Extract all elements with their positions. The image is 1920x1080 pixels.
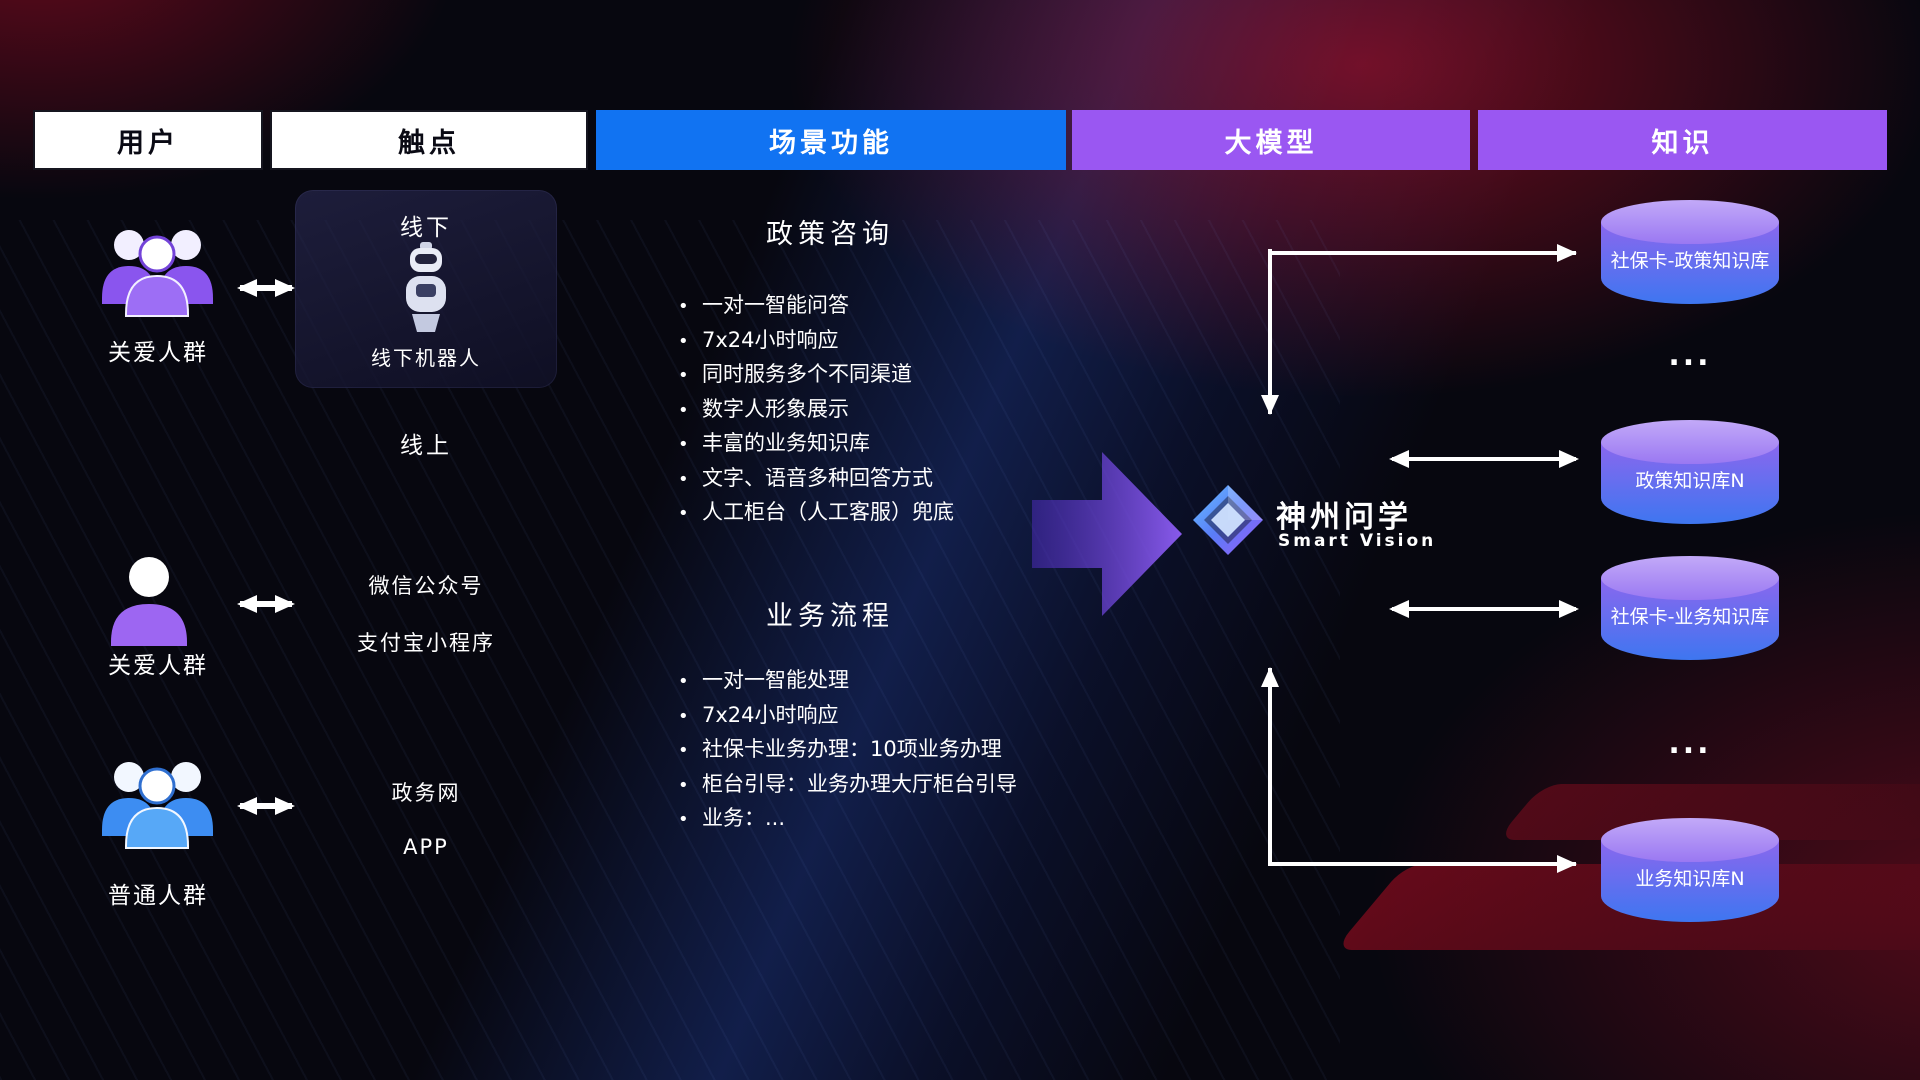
cylinder-top — [1601, 818, 1779, 862]
column-header-model: 大模型 — [1072, 110, 1470, 170]
knowledge-db-cylinder: 政策知识库N — [1601, 420, 1779, 524]
offline-robot-label: 线下机器人 — [371, 346, 481, 370]
scene-title-policy: 政策咨询 — [766, 219, 894, 250]
cylinder-top — [1601, 200, 1779, 244]
knowledge-db-label: 政策知识库N — [1635, 469, 1745, 492]
cylinder-top — [1601, 420, 1779, 464]
column-header-scenes: 场景功能 — [596, 110, 1066, 170]
column-header-touchpoints: 触点 — [270, 110, 588, 170]
channel-app: APP — [403, 835, 449, 859]
knowledge-db-label: 社保卡-业务知识库 — [1610, 605, 1770, 628]
user-group-label: 关爱人群 — [108, 653, 208, 679]
group-people-purple-icon — [102, 230, 213, 317]
knowledge-db-label: 业务知识库N — [1635, 867, 1745, 890]
model-subtitle: Smart Vision — [1278, 531, 1437, 551]
knowledge-db-cylinder: 社保卡-业务知识库 — [1601, 556, 1779, 660]
user-group-label: 普通人群 — [108, 883, 208, 909]
person-purple-icon — [111, 557, 187, 646]
offline-title: 线下 — [400, 215, 452, 241]
flow-arrow-icon — [1032, 452, 1182, 616]
scene-title-business: 业务流程 — [766, 601, 894, 632]
column-header-users: 用户 — [33, 110, 263, 170]
header-label: 知识 — [1651, 127, 1714, 159]
bullet-item: 数字人形象展示 — [678, 393, 954, 428]
bullet-item: 柜台引导：业务办理大厅柜台引导 — [678, 768, 1017, 803]
header-label: 场景功能 — [769, 127, 893, 159]
bullet-item: 一对一智能问答 — [678, 289, 954, 324]
channel-alipay: 支付宝小程序 — [357, 631, 495, 655]
bullet-item: 社保卡业务办理：10项业务办理 — [678, 733, 1017, 768]
group-people-blue-icon — [102, 762, 213, 849]
header-label: 用户 — [117, 127, 179, 159]
knowledge-db-cylinder: 社保卡-政策知识库 — [1601, 200, 1779, 304]
bullet-item: 一对一智能处理 — [678, 664, 1017, 699]
ellipsis-dots: ... — [1668, 726, 1712, 761]
bullet-item: 业务：... — [678, 802, 1017, 837]
user-group-label: 关爱人群 — [108, 340, 208, 366]
online-title: 线上 — [400, 433, 452, 459]
model-name: 神州问学 — [1276, 500, 1412, 535]
knowledge-db-cylinder: 业务知识库N — [1601, 818, 1779, 922]
robot-icon — [406, 242, 446, 332]
ellipsis-dots: ... — [1668, 338, 1712, 373]
bullet-item: 丰富的业务知识库 — [678, 427, 954, 462]
knowledge-db-label: 社保卡-政策知识库 — [1610, 249, 1770, 272]
channel-wechat: 微信公众号 — [368, 574, 484, 598]
offline-touchpoint-card: 线下 线下机器人 — [295, 190, 557, 388]
business-process-list: 一对一智能处理 7x24小时响应 社保卡业务办理：10项业务办理 柜台引导：业务… — [678, 664, 1017, 837]
cylinder-top — [1601, 556, 1779, 600]
policy-consult-list: 一对一智能问答 7x24小时响应 同时服务多个不同渠道 数字人形象展示 丰富的业… — [678, 289, 954, 531]
logo-diamond-icon — [1193, 485, 1263, 555]
bullet-item: 同时服务多个不同渠道 — [678, 358, 954, 393]
bullet-item: 7x24小时响应 — [678, 324, 954, 359]
header-label: 大模型 — [1224, 127, 1318, 159]
column-header-knowledge: 知识 — [1478, 110, 1887, 170]
channel-govweb: 政务网 — [391, 781, 461, 805]
bullet-item: 文字、语音多种回答方式 — [678, 462, 954, 497]
header-label: 触点 — [398, 127, 460, 159]
bullet-item: 7x24小时响应 — [678, 699, 1017, 734]
bullet-item: 人工柜台（人工客服）兜底 — [678, 496, 954, 531]
